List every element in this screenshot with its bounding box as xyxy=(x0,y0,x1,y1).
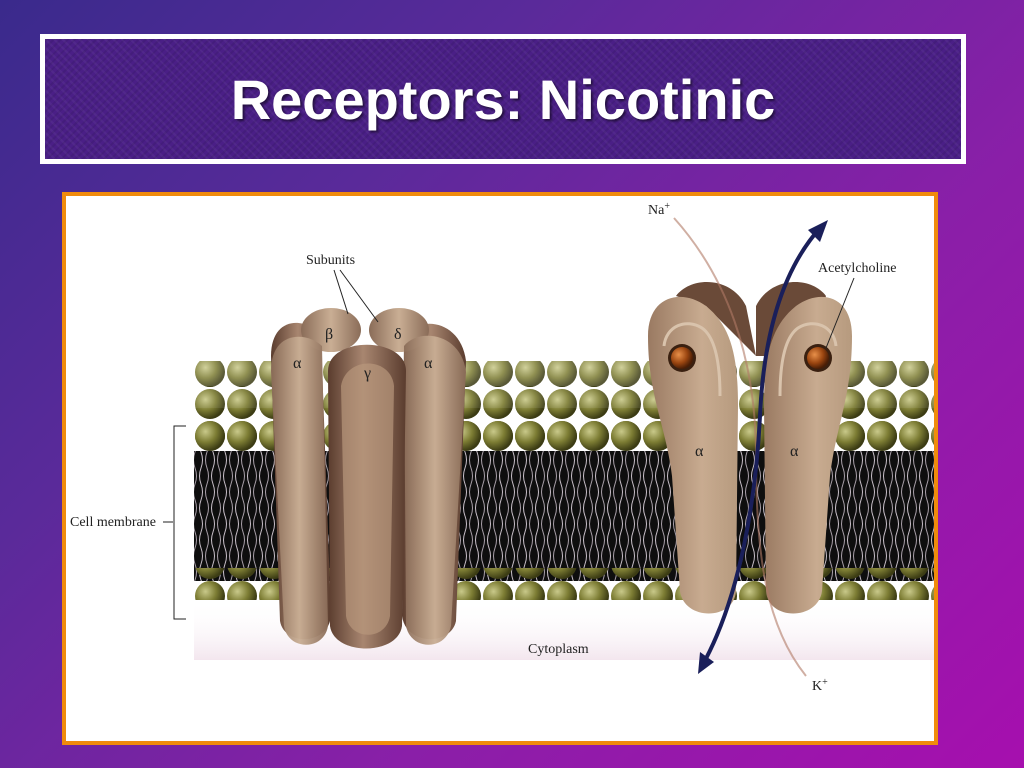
subunits-leader-2 xyxy=(339,269,379,323)
subunits-leader-1 xyxy=(333,269,349,315)
label-gamma: γ xyxy=(363,365,371,382)
label-delta: δ xyxy=(394,326,402,343)
label-alpha-left: α xyxy=(293,355,302,372)
title-box: Receptors: Nicotinic xyxy=(40,34,966,164)
subunit-alpha-channel-left xyxy=(648,296,738,614)
label-alpha-right: α xyxy=(424,355,433,372)
label-k: K+ xyxy=(812,677,828,694)
left-receptor-pentamer: β δ α γ α xyxy=(271,308,466,649)
figure-frame: β δ α γ α Subunits Cell membrane Cytopla… xyxy=(62,192,938,745)
subunit-alpha-channel-right xyxy=(764,296,852,614)
acetylcholine-right xyxy=(807,347,829,369)
label-alpha-channel-right: α xyxy=(790,443,799,460)
label-cytoplasm: Cytoplasm xyxy=(528,642,589,657)
receptor-diagram: β δ α γ α Subunits Cell membrane Cytopla… xyxy=(70,201,934,694)
cell-membrane-bracket xyxy=(173,425,186,620)
k-ion-arrow xyxy=(700,226,822,667)
arrowhead-up xyxy=(808,220,828,242)
subunit-beta xyxy=(301,308,361,352)
label-acetylcholine: Acetylcholine xyxy=(818,261,897,276)
slide-title: Receptors: Nicotinic xyxy=(230,67,776,131)
acetylcholine-left xyxy=(671,347,693,369)
label-alpha-channel-left: α xyxy=(695,443,704,460)
label-na: Na+ xyxy=(648,201,670,218)
acetylcholine-leader xyxy=(825,277,855,349)
label-cell-membrane: Cell membrane xyxy=(70,515,156,530)
right-receptor-channel: α α xyxy=(648,282,852,614)
label-beta: β xyxy=(325,326,333,343)
arrowhead-down xyxy=(698,652,714,674)
label-subunits: Subunits xyxy=(306,253,355,268)
